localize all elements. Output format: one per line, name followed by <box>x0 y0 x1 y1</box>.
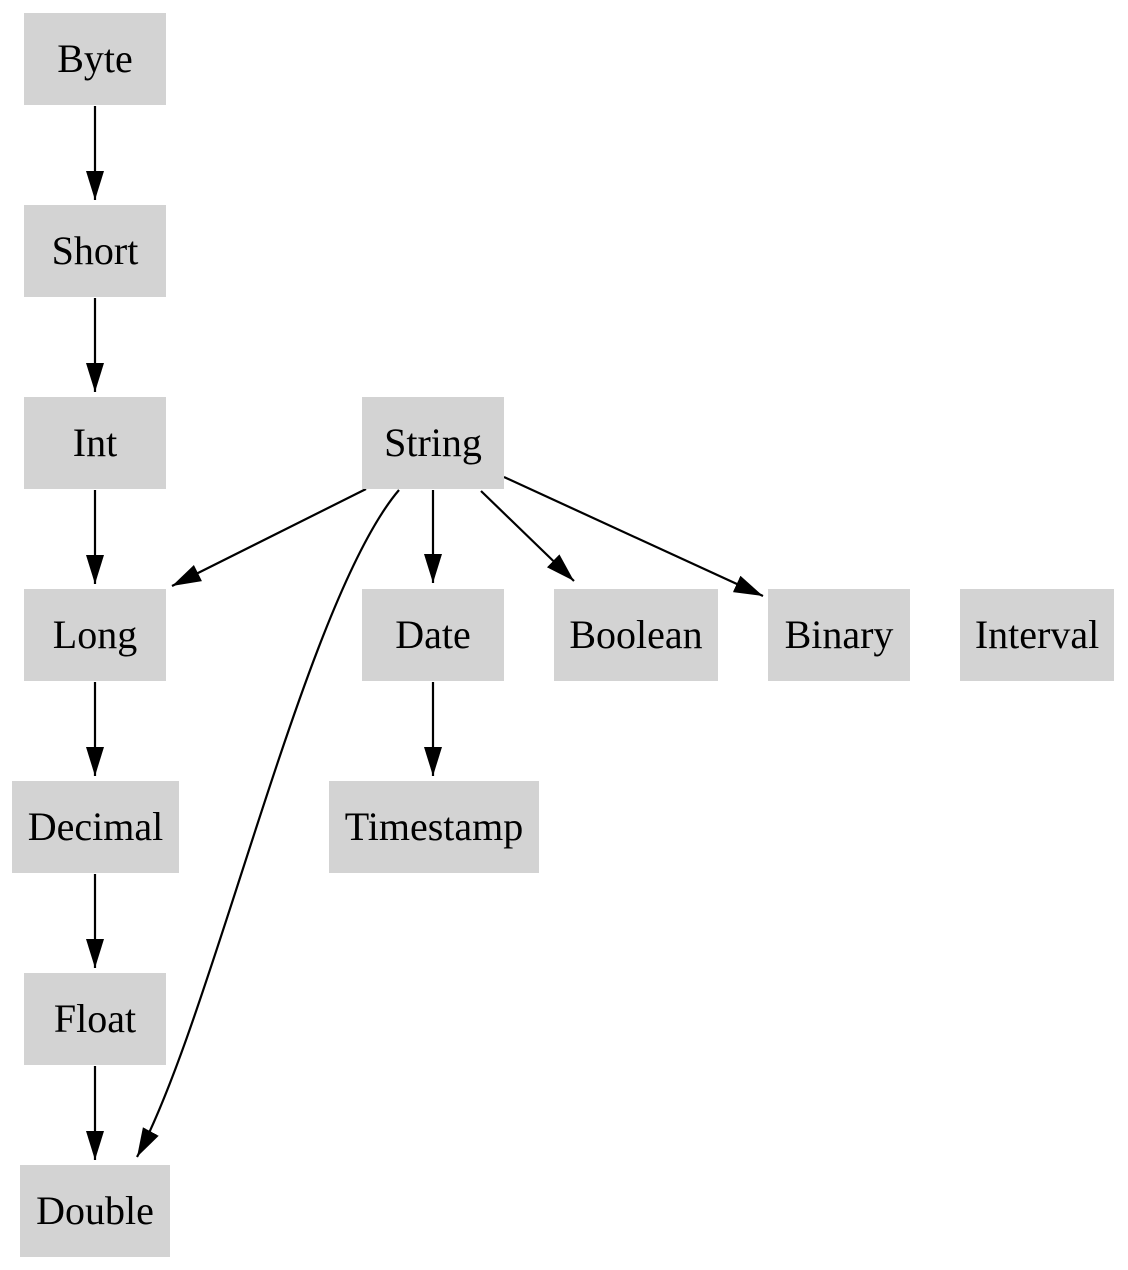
node-short: Short <box>24 205 166 297</box>
edge-string-boolean <box>480 490 575 582</box>
node-interval: Interval <box>960 589 1114 681</box>
node-string: String <box>362 397 504 489</box>
node-binary: Binary <box>768 589 910 681</box>
node-int: Int <box>24 397 166 489</box>
edge-string-long <box>171 488 367 587</box>
node-timestamp: Timestamp <box>329 781 539 873</box>
node-long: Long <box>24 589 166 681</box>
node-date: Date <box>362 589 504 681</box>
edge-string-double <box>136 489 400 1158</box>
node-double: Double <box>20 1165 170 1257</box>
node-float: Float <box>24 973 166 1065</box>
node-boolean: Boolean <box>554 589 718 681</box>
edge-string-binary <box>503 476 764 597</box>
node-decimal: Decimal <box>12 781 179 873</box>
node-byte: Byte <box>24 13 166 105</box>
